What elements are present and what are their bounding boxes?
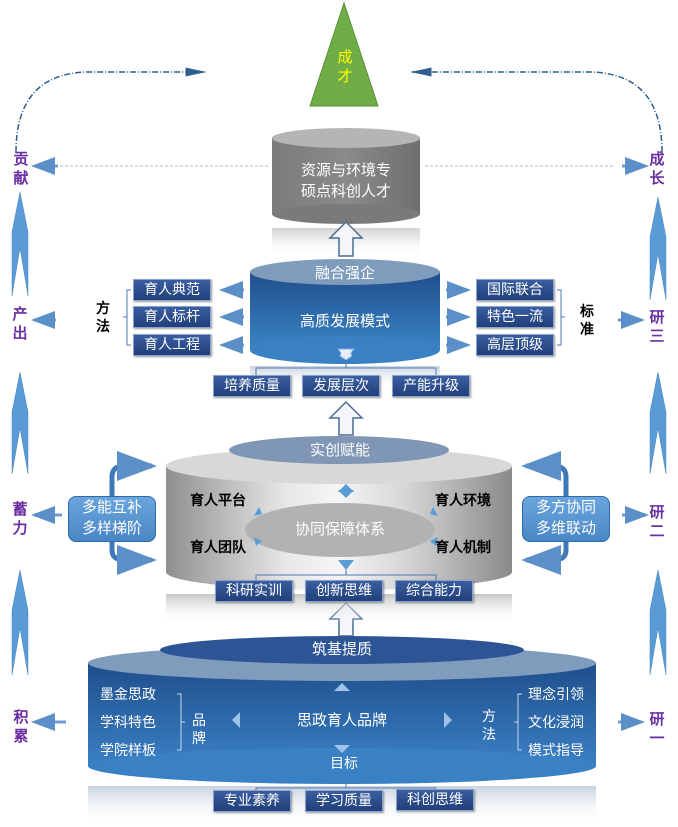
tier3-right-item-2: 特色一流 bbox=[476, 306, 554, 328]
top-cylinder-text: 资源与环境专 硕点科创人才 bbox=[276, 160, 416, 202]
tier1-right-item-2: 文化浸润 bbox=[528, 715, 584, 731]
top-cylinder-line2: 硕点科创人才 bbox=[300, 182, 391, 200]
tier2-corner-top-right: 育人环境 bbox=[435, 493, 491, 509]
tier3-left-item-1: 育人典范 bbox=[133, 279, 211, 301]
left-axis-label-4: 积累 bbox=[13, 708, 29, 745]
right-axis-label-2: 研三 bbox=[649, 308, 665, 345]
apex-label-line1: 成 bbox=[337, 48, 353, 66]
tier1-output-3: 科创思维 bbox=[396, 789, 474, 811]
tier3-output-2: 发展层次 bbox=[302, 375, 380, 397]
tier1-output-2: 学习质量 bbox=[305, 790, 383, 812]
apex-label-line2: 才 bbox=[337, 67, 353, 85]
tier2-output-2: 创新思维 bbox=[305, 580, 383, 602]
tier1-right-item-1: 理念引领 bbox=[528, 687, 584, 703]
tier3-left-group-label: 方法 bbox=[96, 301, 110, 335]
tier2-cap: 实创赋能 bbox=[309, 441, 370, 459]
tier1-right-item-3: 模式指导 bbox=[528, 743, 584, 759]
tier2-right-box: 多方协同 多维联动 bbox=[522, 496, 610, 542]
tier1-left-group-label: 品牌 bbox=[192, 713, 206, 747]
tier2-corner-bottom-left: 育人团队 bbox=[190, 540, 246, 556]
tier1-cap: 筑基提质 bbox=[311, 640, 372, 658]
tier3-right-item-3: 高层顶级 bbox=[476, 334, 554, 356]
right-axis-arrows bbox=[649, 196, 667, 676]
tier1-right-group-label: 方法 bbox=[482, 709, 496, 743]
left-axis-label-2: 产出 bbox=[12, 305, 28, 342]
tier2-output-3: 综合能力 bbox=[395, 580, 473, 602]
apex-triangle bbox=[309, 1, 379, 107]
left-axis-label-1: 贡献 bbox=[13, 150, 29, 187]
right-axis-label-1: 成长 bbox=[649, 150, 665, 187]
top-cylinder-line1: 资源与环境专 bbox=[300, 161, 391, 179]
tier1-goal-label: 目标 bbox=[330, 756, 358, 772]
tier3-left-item-2: 育人标杆 bbox=[133, 306, 211, 328]
tier3-right-item-1: 国际联合 bbox=[476, 279, 554, 301]
tier1-center: 思政育人品牌 bbox=[296, 711, 387, 729]
left-axis-arrows bbox=[11, 191, 29, 676]
up-arrow-1 bbox=[328, 220, 364, 257]
apex-label: 成 才 bbox=[336, 48, 354, 86]
left-axis-label-3: 蓄力 bbox=[12, 500, 28, 537]
tier1-left-item-3: 学院样板 bbox=[100, 743, 156, 759]
tier3-cap: 融合强企 bbox=[314, 264, 375, 282]
tier2-output-1: 科研实训 bbox=[215, 580, 293, 602]
right-axis-label-4: 研一 bbox=[649, 710, 665, 747]
tier2-corner-top-left: 育人平台 bbox=[190, 493, 246, 509]
tier3-center: 高质发展模式 bbox=[299, 312, 390, 330]
up-arrow-2 bbox=[328, 400, 364, 436]
tier3-output-3: 产能升级 bbox=[392, 375, 470, 397]
tier3-right-group-label: 标准 bbox=[580, 304, 594, 338]
tier2-corner-bottom-right: 育人机制 bbox=[435, 540, 491, 556]
tier2-center: 协同保障体系 bbox=[294, 520, 385, 538]
tier1-left-item-2: 学科特色 bbox=[100, 715, 156, 731]
right-axis-label-3: 研二 bbox=[649, 503, 665, 540]
tier1-left-item-1: 墨金思政 bbox=[100, 687, 156, 703]
left-dashed-curve bbox=[15, 67, 207, 153]
tier3-left-item-3: 育人工程 bbox=[133, 334, 211, 356]
tier2-left-box: 多能互补 多样梯阶 bbox=[68, 496, 156, 542]
tier1-cylinder bbox=[88, 636, 596, 826]
right-dashed-curve bbox=[410, 67, 663, 153]
tier3-output-1: 培养质量 bbox=[213, 375, 291, 397]
tier1-output-1: 专业素养 bbox=[213, 790, 291, 812]
